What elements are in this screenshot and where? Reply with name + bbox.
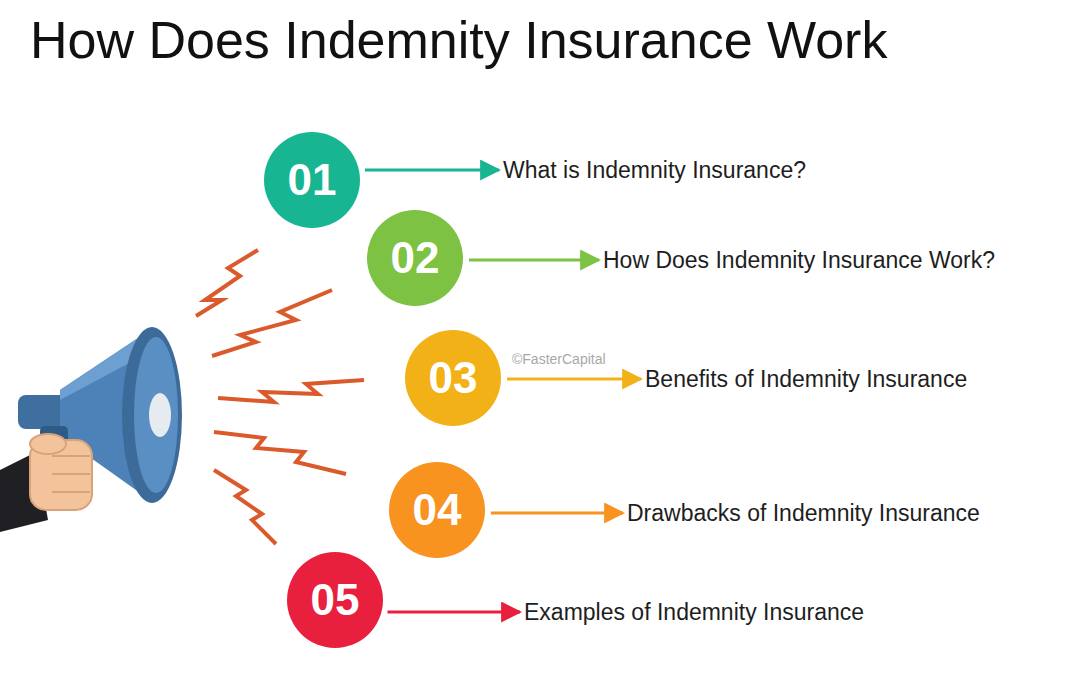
diagram-title: How Does Indemnity Insurance Work (30, 10, 887, 70)
callout-number: 04 (413, 485, 462, 535)
hand (0, 434, 92, 532)
item-text: Drawbacks of Indemnity Insurance (627, 500, 980, 527)
callout-number: 02 (391, 233, 440, 283)
number-circle: 01 (264, 132, 360, 228)
callout-number: 01 (288, 155, 337, 205)
callout-number: 05 (311, 575, 360, 625)
number-circle: 03 (405, 330, 501, 426)
callout-number: 03 (429, 353, 478, 403)
topic-label: Benefits of Indemnity Insurance (645, 364, 967, 395)
topic-label: Examples of Indemnity Insurance (524, 597, 864, 628)
number-circle: 04 (389, 462, 485, 558)
arrow-connector (365, 169, 499, 172)
arrow-connector (491, 512, 623, 515)
item-text: What is Indemnity Insurance? (503, 157, 806, 184)
item-text: How Does Indemnity Insurance Work? (603, 247, 995, 274)
topic-label: How Does Indemnity Insurance Work? (603, 245, 995, 276)
topic-label: Drawbacks of Indemnity Insurance (627, 498, 980, 529)
number-circle: 05 (287, 552, 383, 648)
item-text: Benefits of Indemnity Insurance (645, 366, 967, 393)
watermark: ©FasterCapital (512, 351, 606, 367)
item-text: Examples of Indemnity Insurance (524, 599, 864, 626)
topic-label: What is Indemnity Insurance? (503, 155, 806, 186)
number-circle: 02 (367, 210, 463, 306)
arrow-connector (469, 259, 599, 262)
arrow-connector (387, 611, 520, 614)
lightning-bolts (196, 250, 364, 544)
arrow-connector (507, 378, 641, 381)
